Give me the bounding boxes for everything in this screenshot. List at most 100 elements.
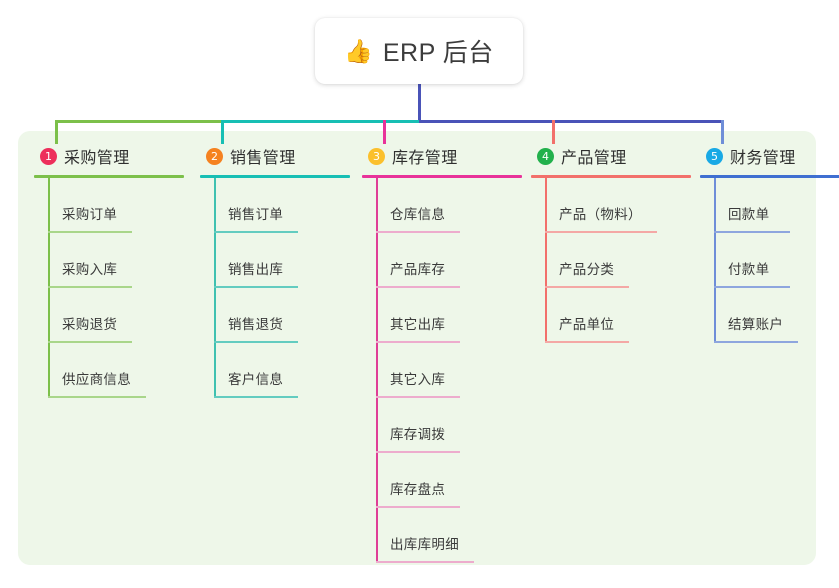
- list-item-rule: [48, 286, 132, 288]
- list-item-rule: [714, 286, 790, 288]
- list-item-label: 付款单: [728, 262, 770, 277]
- connector-bar-segment-2: [221, 120, 419, 123]
- column-title-2: 销售管理: [230, 150, 296, 167]
- list-item-rule: [214, 341, 298, 343]
- list-item[interactable]: 库存盘点: [362, 453, 522, 508]
- list-item-label: 仓库信息: [390, 207, 446, 222]
- list-item-label: 产品分类: [559, 262, 615, 277]
- list-item[interactable]: 产品单位: [531, 288, 691, 343]
- list-item[interactable]: 结算账户: [700, 288, 839, 343]
- root-trunk-connector: [418, 84, 421, 123]
- diagram-panel: [18, 131, 816, 565]
- list-item-label: 销售退货: [228, 317, 284, 332]
- column-items-4: 产品（物料） 产品分类产品单位: [531, 178, 691, 343]
- list-item-label: 采购退货: [62, 317, 118, 332]
- connector-drop-3: [383, 120, 386, 144]
- column-rule-2: [200, 175, 350, 178]
- column-3: 3 库存管理仓库信息产品库存其它出库其它入库库存调拨库存盘点出库库明细: [362, 143, 522, 563]
- list-item-label: 销售订单: [228, 207, 284, 222]
- list-item[interactable]: 客户信息: [200, 343, 350, 398]
- column-header-2[interactable]: 2 销售管理: [200, 143, 350, 169]
- list-item-rule: [545, 231, 657, 233]
- list-item-label: 结算账户: [728, 317, 784, 332]
- list-item[interactable]: 产品分类: [531, 233, 691, 288]
- column-stem-5: [714, 178, 716, 343]
- list-item-label: 回款单: [728, 207, 770, 222]
- connector-drop-2: [221, 120, 224, 144]
- list-item-rule: [376, 506, 460, 508]
- connector-drop-5: [721, 120, 724, 144]
- column-title-4: 产品管理: [561, 150, 627, 167]
- list-item-label: 其它出库: [390, 317, 446, 332]
- column-items-3: 仓库信息产品库存其它出库其它入库库存调拨库存盘点出库库明细: [362, 178, 522, 563]
- list-item-label: 产品（物料）: [559, 207, 642, 222]
- list-item-label: 库存盘点: [390, 482, 446, 497]
- list-item-label: 出库库明细: [390, 537, 459, 552]
- list-item[interactable]: 其它出库: [362, 288, 522, 343]
- column-header-4[interactable]: 4 产品管理: [531, 143, 691, 169]
- list-item-rule: [376, 396, 460, 398]
- list-item-rule: [214, 286, 298, 288]
- list-item[interactable]: 产品（物料）: [531, 178, 691, 233]
- column-badge-icon-4: 4: [537, 147, 554, 165]
- column-badge-icon-3: 3: [368, 147, 385, 165]
- list-item-label: 客户信息: [228, 372, 284, 387]
- column-stem-1: [48, 178, 50, 398]
- column-2: 2 销售管理销售订单销售出库销售退货客户信息: [200, 143, 350, 398]
- list-item-rule: [545, 341, 629, 343]
- connector-bar-segment-3: [419, 120, 724, 123]
- column-rule-1: [34, 175, 184, 178]
- root-node-title: ERP 后台: [382, 39, 494, 67]
- list-item-label: 产品单位: [559, 317, 615, 332]
- list-item[interactable]: 仓库信息: [362, 178, 522, 233]
- list-item-rule: [545, 286, 629, 288]
- list-item-rule: [714, 341, 798, 343]
- list-item[interactable]: 其它入库: [362, 343, 522, 398]
- list-item[interactable]: 销售出库: [200, 233, 350, 288]
- list-item-rule: [214, 396, 298, 398]
- list-item[interactable]: 出库库明细: [362, 508, 522, 563]
- list-item-rule: [376, 561, 474, 563]
- column-rule-3: [362, 175, 522, 178]
- column-badge-icon-2: 2: [206, 147, 223, 165]
- list-item-label: 其它入库: [390, 372, 446, 387]
- list-item-rule: [376, 286, 460, 288]
- list-item-rule: [48, 231, 132, 233]
- root-node[interactable]: 👍 ERP 后台: [315, 18, 523, 84]
- list-item[interactable]: 采购入库: [34, 233, 184, 288]
- list-item-rule: [48, 341, 132, 343]
- list-item-rule: [214, 231, 298, 233]
- column-title-3: 库存管理: [392, 150, 458, 167]
- list-item-label: 销售出库: [228, 262, 284, 277]
- column-badge-icon-5: 5: [706, 147, 723, 165]
- list-item-label: 产品库存: [390, 262, 446, 277]
- column-4: 4 产品管理产品（物料） 产品分类产品单位: [531, 143, 691, 343]
- list-item[interactable]: 销售订单: [200, 178, 350, 233]
- list-item[interactable]: 采购退货: [34, 288, 184, 343]
- list-item-rule: [376, 341, 460, 343]
- list-item[interactable]: 库存调拨: [362, 398, 522, 453]
- column-items-2: 销售订单销售出库销售退货客户信息: [200, 178, 350, 398]
- list-item-label: 供应商信息: [62, 372, 131, 387]
- connector-bar-segment-1: [55, 120, 221, 123]
- column-rule-5: [700, 175, 839, 178]
- list-item[interactable]: 回款单: [700, 178, 839, 233]
- list-item[interactable]: 销售退货: [200, 288, 350, 343]
- column-stem-2: [214, 178, 216, 398]
- list-item[interactable]: 产品库存: [362, 233, 522, 288]
- list-item[interactable]: 付款单: [700, 233, 839, 288]
- list-item[interactable]: 供应商信息: [34, 343, 184, 398]
- column-title-1: 采购管理: [64, 150, 130, 167]
- list-item-label: 采购入库: [62, 262, 118, 277]
- column-items-1: 采购订单采购入库采购退货供应商信息: [34, 178, 184, 398]
- list-item[interactable]: 采购订单: [34, 178, 184, 233]
- list-item-rule: [714, 231, 790, 233]
- list-item-label: 库存调拨: [390, 427, 446, 442]
- column-stem-4: [545, 178, 547, 343]
- list-item-rule: [48, 396, 146, 398]
- column-header-3[interactable]: 3 库存管理: [362, 143, 522, 169]
